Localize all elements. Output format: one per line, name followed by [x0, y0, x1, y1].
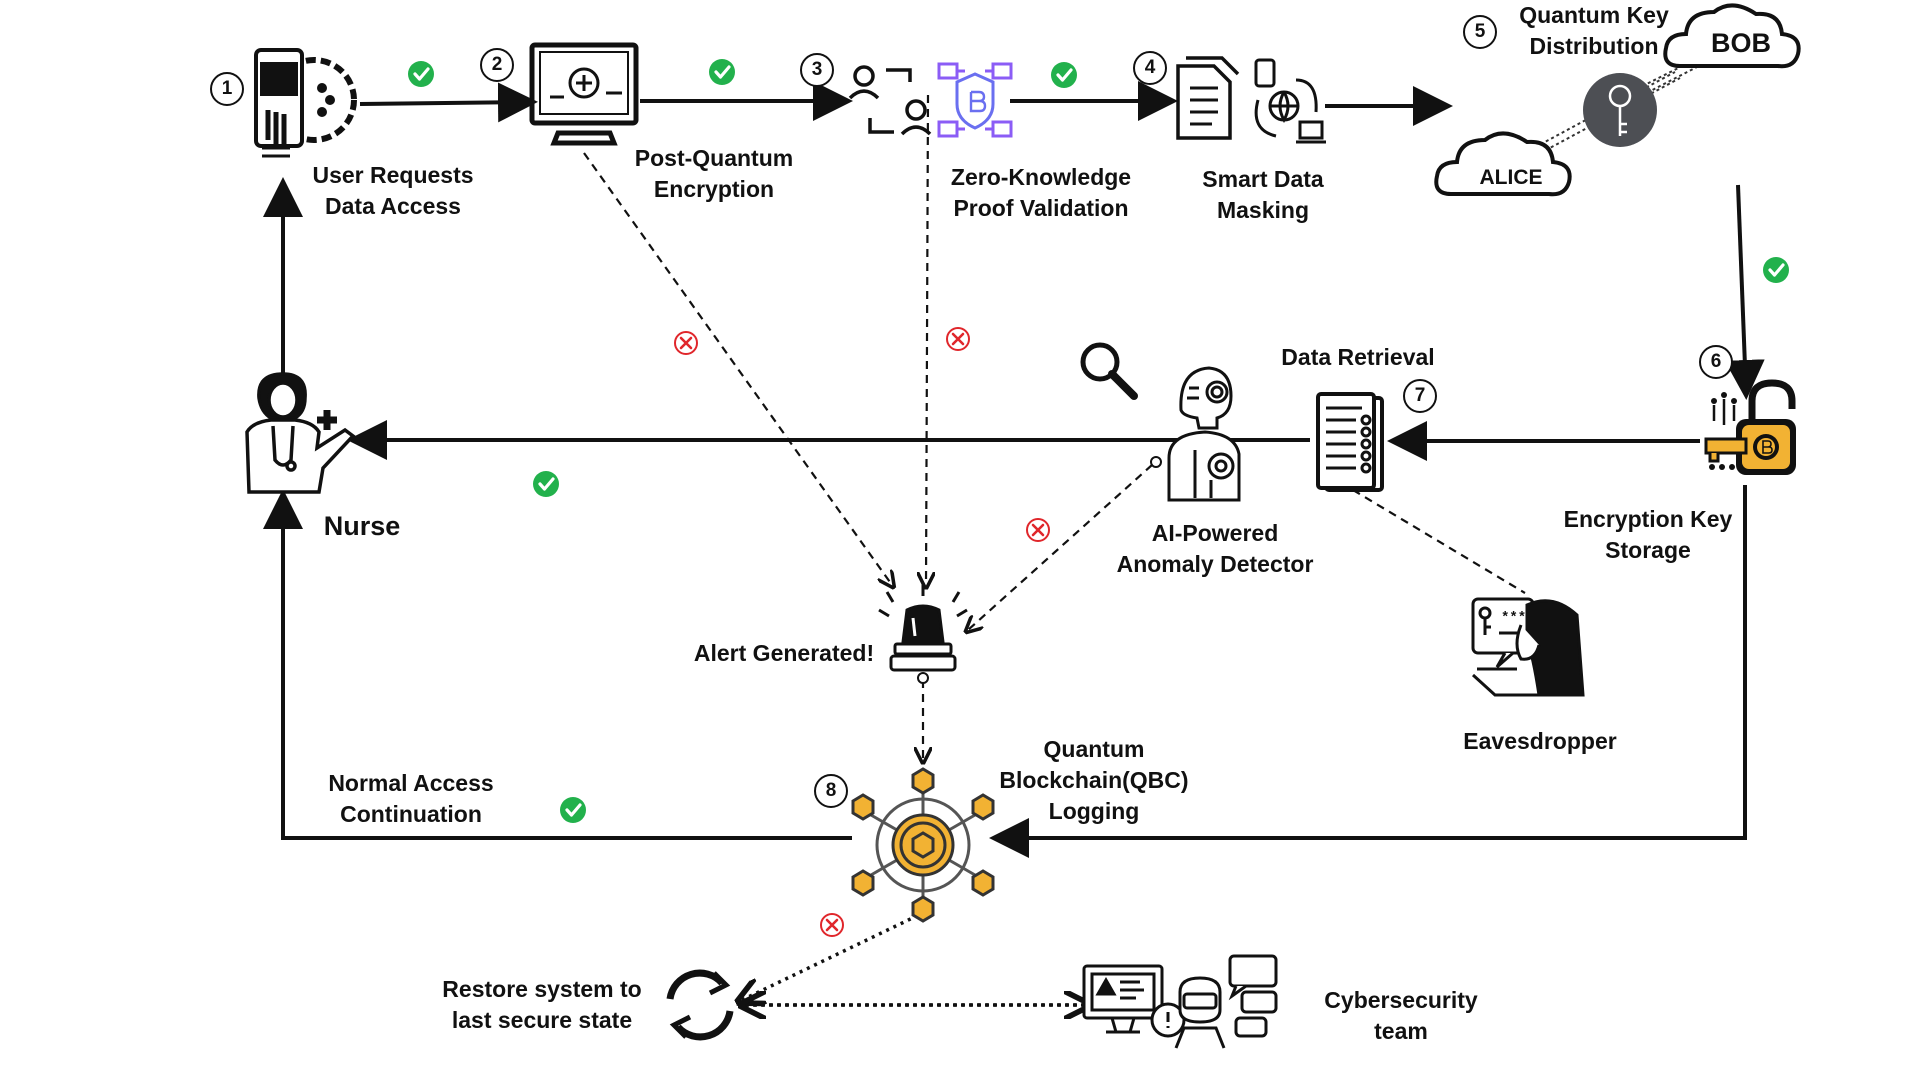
blockchain-shield-icon: [937, 62, 1013, 138]
restore-sync-icon: [666, 969, 734, 1041]
magnifier-icon: [1080, 342, 1138, 400]
ai-robot-icon: [1167, 366, 1241, 502]
alert-siren-icon: [878, 584, 968, 672]
dotted-incident-arrows: [740, 910, 1085, 1005]
cross-icon: [1026, 518, 1050, 542]
data-report-icon: [1316, 392, 1384, 492]
user-request-icon: [254, 48, 357, 158]
quantum-key-icon: [1583, 73, 1657, 147]
lock-key-icon: [1704, 379, 1796, 475]
detector-port-dot: [1150, 456, 1162, 468]
alice-label: ALICE: [1479, 166, 1543, 189]
bob-cloud: [1663, 3, 1801, 69]
eavesdropper-icon: ****: [1471, 597, 1585, 697]
check-icon: [709, 59, 735, 85]
failure-crosses: [674, 327, 1050, 937]
step-badge-5: 5: [1463, 15, 1497, 49]
step-badge-8: 8: [814, 774, 848, 808]
eavesdropper-label: Eavesdropper: [1463, 728, 1617, 754]
alert-port-dot: [917, 672, 929, 684]
success-checks: [408, 59, 1789, 823]
check-icon: [533, 471, 559, 497]
nurse-label: Nurse: [323, 511, 401, 541]
step-badge-6: 6: [1699, 345, 1733, 379]
cross-icon: [946, 327, 970, 351]
check-icon: [1051, 62, 1077, 88]
document-icon: [1176, 56, 1240, 140]
cybersecurity-team-icon: [1082, 954, 1278, 1049]
dashed-alert-arrows: [583, 94, 1526, 760]
step-7-label: Data Retrieval: [1281, 344, 1435, 370]
alice-cloud: [1434, 131, 1572, 197]
alert-label: Alert Generated!: [693, 640, 875, 666]
step-badge-7: 7: [1403, 379, 1437, 413]
check-icon: [560, 797, 586, 823]
step-badge-2: 2: [480, 48, 514, 82]
check-icon: [1763, 257, 1789, 283]
check-icon: [408, 61, 434, 87]
solid-flow-arrows: [263, 81, 1765, 858]
encryption-monitor-icon: [529, 42, 639, 146]
globe-sync-icon: [1254, 58, 1326, 144]
step-badge-1: 1: [210, 72, 244, 106]
users-exchange-icon: [848, 65, 932, 136]
cross-icon: [674, 331, 698, 355]
bob-label: BOB: [1711, 28, 1771, 58]
nurse-icon: [245, 372, 356, 494]
blockchain-network-icon: [851, 767, 995, 923]
step-badge-3: 3: [800, 53, 834, 87]
step-badge-4: 4: [1133, 51, 1167, 85]
cross-icon: [820, 913, 844, 937]
